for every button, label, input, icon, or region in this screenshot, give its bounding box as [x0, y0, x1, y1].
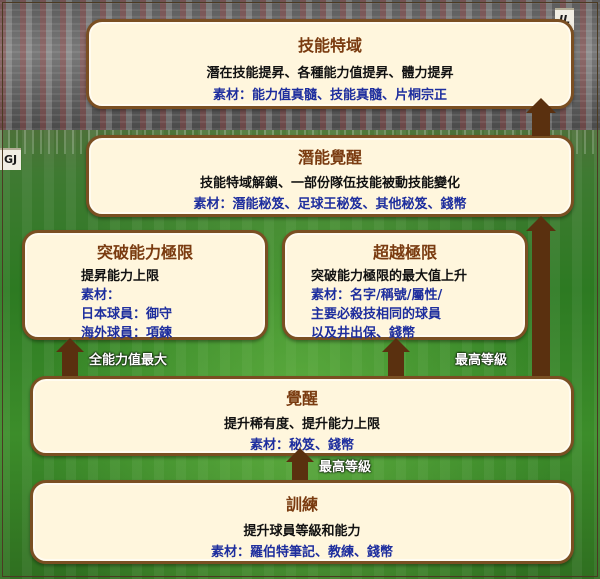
training-materials: 素材：羅伯特筆記、教練、錢幣 [210, 545, 393, 560]
training-title: 訓練 [285, 495, 318, 514]
latent-awakening-effect: 技能特域解鎖、一部份隊伍技能被動技能變化 [199, 176, 460, 191]
training-box[interactable]: 訓練 提升球員等級和能力 素材：羅伯特筆記、教練、錢幣 [30, 480, 574, 564]
break-limit-materials-label: 素材： [81, 288, 121, 303]
beyond-limit-materials-2: 主要必殺技相同的球員 [311, 307, 442, 322]
skill-domain-effect: 潛在技能提昇、各種能力值提昇、體力提昇 [206, 66, 454, 81]
latent-awakening-materials: 素材：潛能秘笈、足球王秘笈、其他秘笈、錢幣 [193, 197, 467, 212]
beyond-limit-box[interactable]: 超越極限 突破能力極限的最大值上升 素材：名字/稱號/屬性/ 主要必殺技相同的球… [282, 230, 528, 341]
condition-max-all-stats: 全能力值最大 [89, 353, 168, 368]
skill-domain-title: 技能特域 [297, 36, 362, 55]
awakening-box[interactable]: 覺醒 提升稀有度、提升能力上限 素材：秘笈、錢幣 [30, 376, 574, 456]
beyond-limit-title: 超越極限 [372, 243, 437, 262]
ad-board-left: GJ [0, 148, 22, 170]
beyond-limit-materials-1: 素材：名字/稱號/屬性/ [311, 288, 443, 303]
beyond-limit-materials-3: 以及井出保、錢幣 [311, 326, 416, 341]
break-limit-materials-overseas: 海外球員：項鍊 [81, 326, 173, 341]
awakening-materials: 素材：秘笈、錢幣 [249, 438, 354, 453]
condition-max-level-bottom: 最高等級 [319, 460, 372, 475]
skill-domain-materials: 素材：能力值真髓、技能真髓、片桐宗正 [212, 88, 447, 103]
latent-awakening-box[interactable]: 潛能覺醒 技能特域解鎖、一部份隊伍技能被動技能變化 素材：潛能秘笈、足球王秘笈、… [86, 135, 574, 217]
break-limit-materials-japan: 日本球員：御守 [81, 307, 173, 322]
break-limit-box[interactable]: 突破能力極限 提昇能力上限 素材： 日本球員：御守 海外球員：項鍊 [22, 230, 268, 341]
latent-awakening-title: 潛能覺醒 [297, 148, 362, 167]
condition-max-level-right: 最高等級 [455, 353, 508, 368]
training-effect: 提升球員等級和能力 [243, 524, 361, 539]
awakening-effect: 提升稀有度、提升能力上限 [223, 417, 380, 432]
awakening-title: 覺醒 [285, 389, 318, 408]
beyond-limit-effect: 突破能力極限的最大值上升 [311, 269, 468, 284]
break-limit-effect: 提昇能力上限 [81, 269, 160, 284]
skill-domain-box[interactable]: 技能特域 潛在技能提昇、各種能力值提昇、體力提昇 素材：能力值真髓、技能真髓、片… [86, 19, 574, 109]
break-limit-title: 突破能力極限 [96, 243, 193, 262]
